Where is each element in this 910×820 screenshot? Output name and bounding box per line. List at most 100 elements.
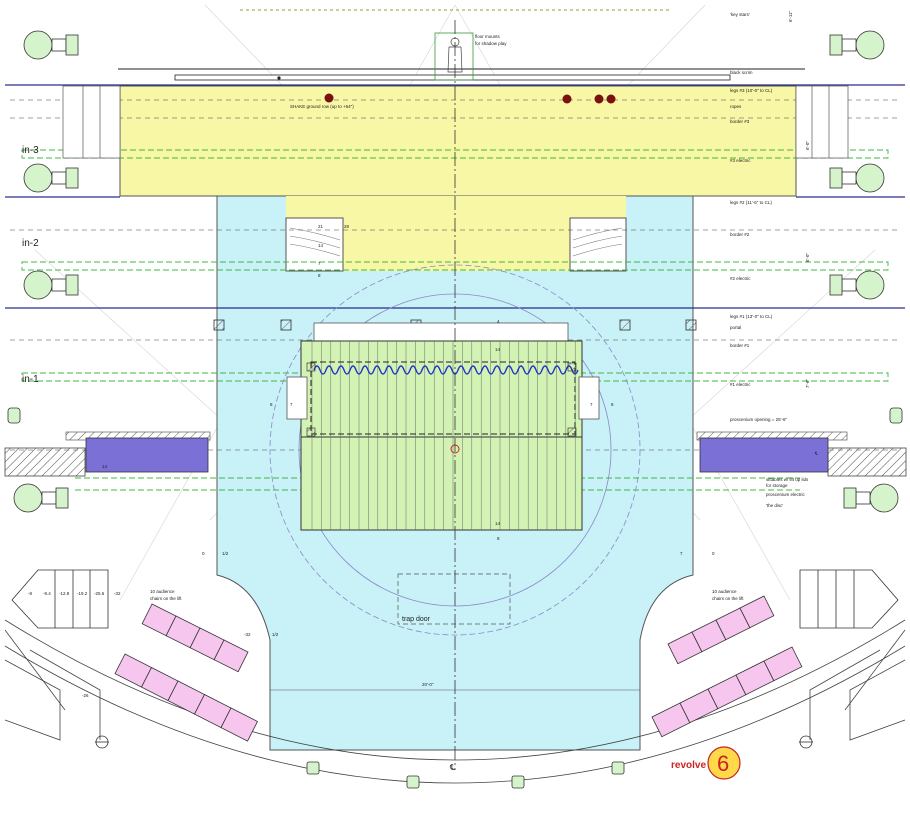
chair [220, 707, 259, 742]
proscenium-wall-left [4, 447, 86, 477]
mark: 28 [344, 224, 350, 229]
portal-header [313, 322, 569, 342]
sittables-left [85, 437, 209, 473]
stair-value: -25.6 [94, 591, 105, 596]
portal-label: portal [730, 325, 741, 330]
dim-right-2: 6'-0" [805, 253, 810, 262]
trap-door [397, 573, 511, 625]
chair [213, 639, 249, 673]
platform-wing-right [578, 376, 600, 420]
stair-value: -12.8 [59, 591, 70, 596]
wave-border [313, 365, 579, 375]
mark: 1/2 [272, 632, 279, 637]
chair [739, 595, 775, 629]
mark: 14 [495, 521, 501, 526]
border2-label: border #2 [730, 232, 750, 237]
mark: 8 [270, 402, 273, 407]
black-scrim [174, 74, 731, 81]
width-dim-label: 20'-0" [422, 682, 434, 687]
floor-mounts-label: floor mounts [475, 34, 501, 39]
mark: 8 [611, 402, 614, 407]
zone-in-3: in-3 [22, 145, 39, 156]
wing-stairs [62, 85, 849, 159]
stair-unit-left [11, 569, 109, 629]
proscenium-electric-label: proscenium electric [766, 492, 806, 497]
legs2-label: legs #2 (11'-6" to CL) [730, 200, 772, 205]
electric2-label: #2 electric [730, 276, 751, 281]
ropes-label: ropes [730, 104, 742, 109]
proscenium-wall-right [827, 447, 907, 477]
rail-posts [306, 362, 577, 437]
upstage-deck [119, 85, 797, 197]
mark: 7 [318, 261, 321, 266]
revolve-badge [707, 746, 741, 780]
mark: 8 [497, 536, 500, 541]
revolve-outer [269, 264, 641, 636]
key-stars-label: 'key stars' [730, 12, 750, 17]
mark: -32 [244, 632, 251, 637]
trap-door-label: trap door [402, 616, 431, 623]
mark: 7 [590, 402, 593, 407]
audience-left-label-2: chairs on the lift [150, 596, 182, 601]
house-pins [95, 735, 813, 749]
dim-right-3: 7'-6" [805, 379, 810, 388]
mark: 14 [102, 464, 108, 469]
pl-mark: ℄ [814, 451, 819, 456]
centerline-mark: ℄ [449, 763, 456, 772]
floor-mounts-label-2: for shadow play [475, 41, 507, 46]
width-dimension [269, 685, 641, 695]
proscenium-opening-label: proscenium opening = 25'-6" [730, 417, 788, 422]
sittables-right [699, 437, 829, 473]
mark: 1/2 [222, 551, 229, 556]
electric3-label: #3 electric [730, 158, 751, 163]
mark: -26 [82, 693, 89, 698]
platform-wing-left [286, 376, 308, 420]
legs1-label: legs #1 (13'-0" to CL) [730, 314, 773, 319]
border3-label: border #3 [730, 119, 750, 124]
audience-right-label-2: chairs on the lift [712, 596, 744, 601]
zone-in-2: in-2 [22, 238, 39, 249]
house-arcs [4, 619, 906, 784]
electric1-label: #1 electric [730, 382, 751, 387]
mark: 8 [318, 273, 321, 278]
small-marks: 21 28 14 8 7 4 14 8 7 7 8 14 14 8 0 1/2 … [82, 224, 715, 698]
audience-right-label: 10 audience [712, 589, 737, 594]
legs3-label: legs #3 (10'-0" to CL) [730, 88, 773, 93]
border1-label: border #1 [730, 343, 750, 348]
lighting-booms-left [13, 30, 79, 513]
platform-lower [300, 436, 583, 531]
revolve-number: 6 [717, 751, 729, 776]
mark: 7 [290, 402, 293, 407]
mark: 7 [680, 551, 683, 556]
stair-value: -32 [114, 591, 121, 596]
mark: 4 [497, 319, 500, 324]
dim-top: 6'-11" [788, 10, 793, 22]
mark: 0 [202, 551, 205, 556]
shake-row-label: SHAKE ground row (up to +64") [290, 104, 354, 109]
platform-rail [310, 361, 576, 435]
chair [763, 646, 803, 682]
mark: 0 [712, 551, 715, 556]
zone-in-1: in-1 [22, 374, 39, 385]
mark: 14 [495, 347, 501, 352]
the-disc-label: 'the disc' [766, 503, 783, 508]
shake-row-markers [277, 76, 616, 104]
mark: 21 [318, 224, 324, 229]
stair-unit-right [799, 569, 899, 629]
footlights [306, 761, 625, 789]
dim-right-1: 6'-0" [805, 141, 810, 150]
sittables-label-2: for storage [766, 483, 788, 488]
mark: 14 [318, 243, 324, 248]
edge-fixtures [7, 407, 903, 424]
platform-upper [300, 340, 583, 438]
sittables-label: sittables w/ lift up lids [766, 477, 809, 482]
stair-value: -8 [28, 591, 32, 596]
revolve-label: revolve [671, 760, 706, 771]
floor-mount-box [434, 32, 474, 81]
audience-left-label: 10 audience [150, 589, 175, 594]
black-scrim-label: black scrim [730, 70, 753, 75]
audience-chairs-left [114, 603, 259, 742]
stair-value: -9.4 [43, 591, 51, 596]
audience-chairs-right [651, 595, 803, 738]
